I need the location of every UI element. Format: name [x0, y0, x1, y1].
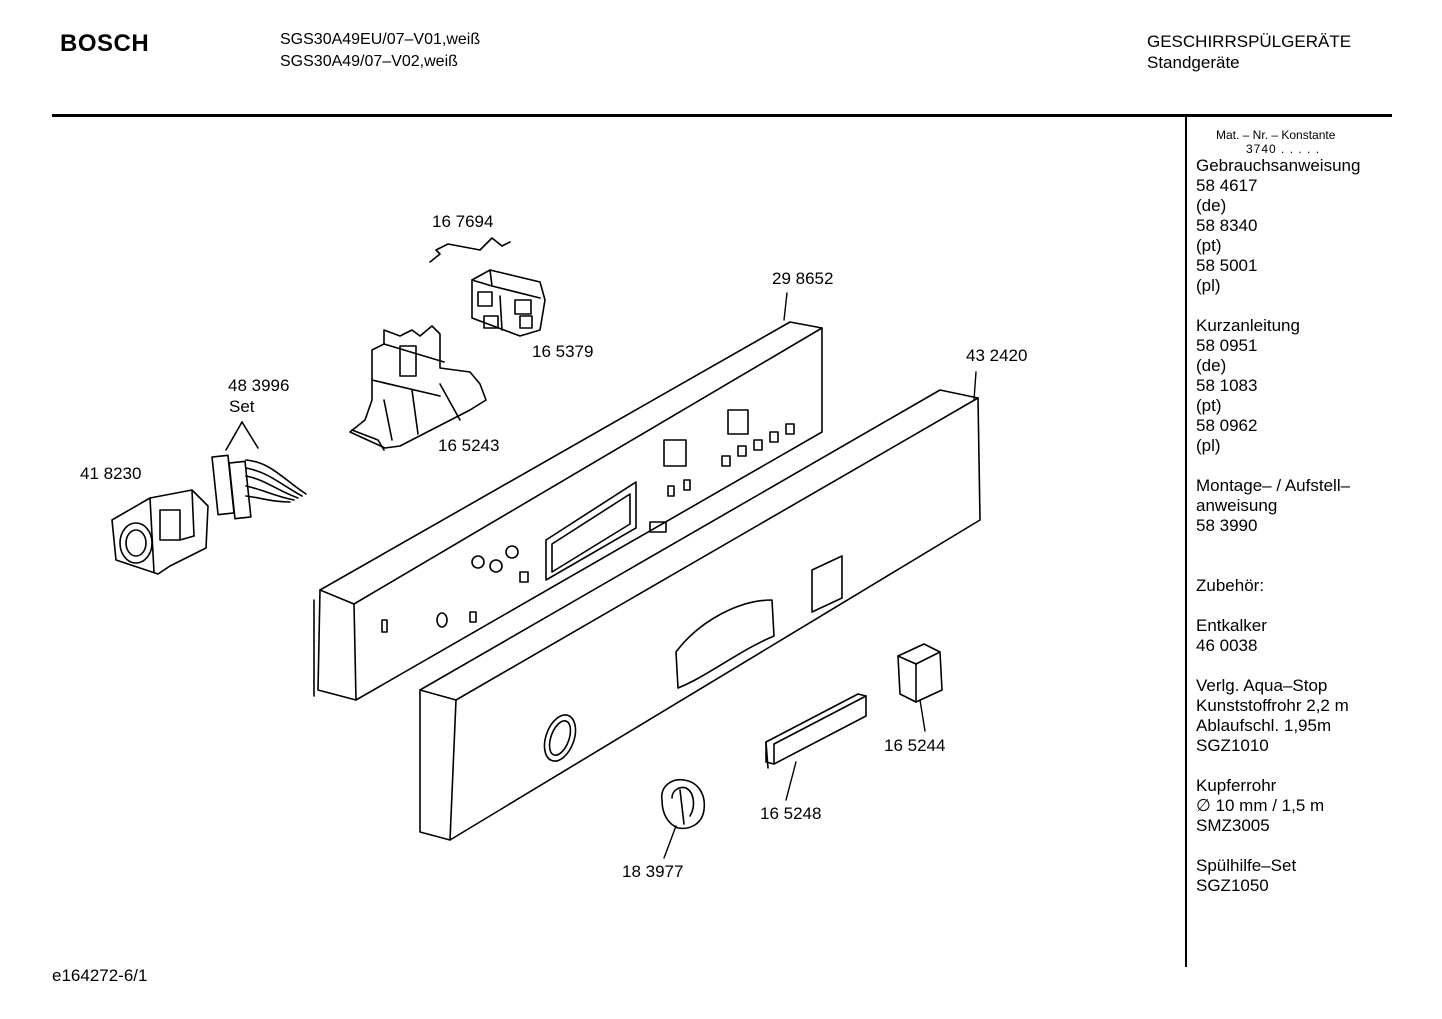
- sidebar-line: Kupferrohr: [1196, 776, 1277, 795]
- sidebar-line: SGZ1010: [1196, 736, 1269, 755]
- sidebar-spacer: [1196, 296, 1386, 316]
- model-line-1: SGS30A49EU/07–V01,weiß: [280, 31, 481, 48]
- document-reference: e164272-6/1: [52, 966, 148, 985]
- sidebar-line: 58 0951: [1196, 336, 1258, 355]
- sidebar-spacer: [1196, 536, 1386, 556]
- sidebar-line: anweisung: [1196, 496, 1278, 515]
- part-label-165243: 16 5243: [438, 436, 500, 455]
- part-button-cap: [897, 643, 943, 703]
- sidebar-line: 58 8340: [1196, 216, 1258, 235]
- sidebar-spacer: [1196, 596, 1386, 616]
- part-knob: [661, 778, 706, 830]
- sidebar-line: (de): [1196, 196, 1227, 215]
- sidebar-line: Entkalker: [1196, 616, 1267, 635]
- sidebar-spacer: [1196, 836, 1386, 856]
- part-label-298652: 29 8652: [772, 269, 834, 288]
- part-connector-set: [211, 421, 307, 520]
- mat-number-value: 3740 . . . . .: [1246, 142, 1321, 156]
- sidebar-spacer: [1196, 756, 1386, 776]
- sidebar-line: 58 4617: [1196, 176, 1258, 195]
- part-switch-module: [471, 269, 546, 337]
- sidebar-line: 46 0038: [1196, 636, 1258, 655]
- header-divider: [52, 114, 1392, 117]
- part-light-strip: [765, 693, 867, 769]
- sidebar-line: Zubehör:: [1196, 576, 1265, 595]
- sidebar-spacer: [1196, 456, 1386, 476]
- part-label-165248: 16 5248: [760, 804, 822, 823]
- sidebar-line: Spülhilfe–Set: [1196, 856, 1297, 875]
- sidebar-line: SGZ1050: [1196, 876, 1269, 895]
- sidebar-line: (pt): [1196, 236, 1222, 255]
- sidebar-line: Ablaufschl. 1,95m: [1196, 716, 1332, 735]
- part-spring-wire: [429, 237, 511, 263]
- sidebar-line: Gebrauchsanweisung: [1196, 156, 1361, 175]
- sidebar-line: (pt): [1196, 396, 1222, 415]
- part-label-167694: 16 7694: [432, 212, 494, 231]
- part-label-set: Set: [229, 397, 255, 416]
- part-label-432420: 43 2420: [966, 346, 1028, 365]
- category-title: GESCHIRRSPÜLGERÄTE: [1147, 32, 1352, 51]
- documentation-sidebar: Mat. – Nr. – Konstante 3740 . . . . . Ge…: [1196, 128, 1386, 896]
- part-panel-frame: [313, 321, 823, 701]
- sidebar-line: Kunststoffrohr 2,2 m: [1196, 696, 1349, 715]
- sidebar-line: (de): [1196, 356, 1227, 375]
- sidebar-line: 58 3990: [1196, 516, 1258, 535]
- sidebar-divider: [1185, 117, 1187, 967]
- sidebar-line: Montage– / Aufstell–: [1196, 476, 1351, 495]
- leader-lines: [663, 292, 977, 859]
- part-label-183977: 18 3977: [622, 862, 684, 881]
- part-front-panel: [419, 389, 981, 841]
- mat-number-header: Mat. – Nr. – Konstante: [1216, 128, 1336, 142]
- sidebar-line: (pl): [1196, 276, 1221, 295]
- sidebar-line: ∅ 10 mm / 1,5 m: [1196, 796, 1325, 815]
- part-bracket: [349, 325, 487, 451]
- sidebar-line: 58 0962: [1196, 416, 1258, 435]
- sidebar-spacer: [1196, 556, 1386, 576]
- category-subtitle: Standgeräte: [1147, 53, 1240, 72]
- model-line-2: SGS30A49/07–V02,weiß: [280, 53, 458, 70]
- exploded-parts-diagram: [111, 237, 981, 859]
- part-label-165379: 16 5379: [532, 342, 594, 361]
- sidebar-line: SMZ3005: [1196, 816, 1270, 835]
- part-label-483996: 48 3996: [228, 376, 290, 395]
- brand-logo: BOSCH: [60, 30, 150, 57]
- sidebar-line: 58 1083: [1196, 376, 1258, 395]
- sidebar-spacer: [1196, 656, 1386, 676]
- sidebar-line: (pl): [1196, 436, 1221, 455]
- sidebar-line: Kurzanleitung: [1196, 316, 1300, 335]
- part-label-418230: 41 8230: [80, 464, 142, 483]
- part-label-165244: 16 5244: [884, 736, 946, 755]
- sidebar-line: Verlg. Aqua–Stop: [1196, 676, 1328, 695]
- part-programmer-timer: [111, 489, 209, 575]
- sidebar-line: 58 5001: [1196, 256, 1258, 275]
